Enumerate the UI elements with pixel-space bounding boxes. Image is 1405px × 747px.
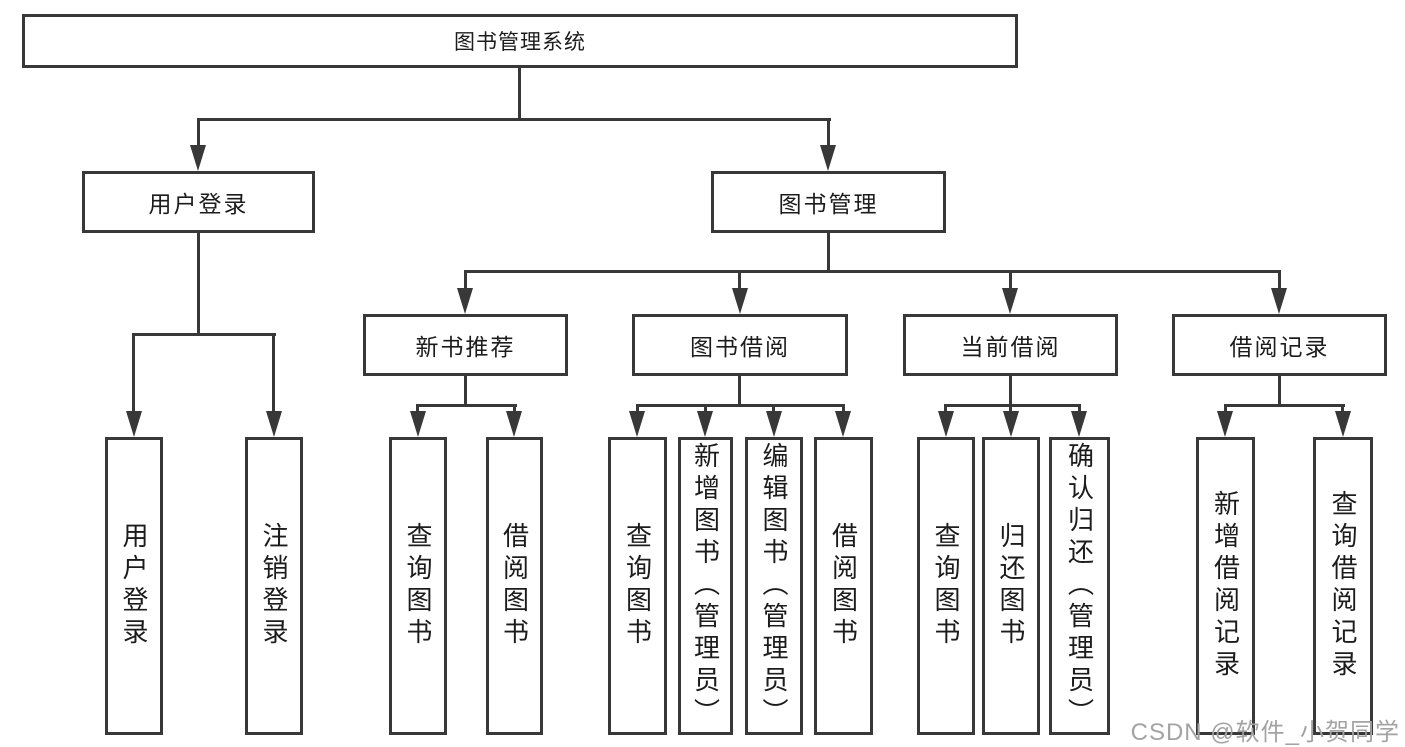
connector-h-line [1224, 404, 1345, 407]
connector-v-line [1224, 404, 1227, 416]
leaf-return-book: 归还图书 [982, 437, 1040, 735]
connector-v-line [1009, 404, 1012, 416]
node-label: 图书管理系统 [454, 31, 586, 54]
node-label: 编辑图书（管理员） [759, 442, 789, 730]
connector-v-line [132, 333, 135, 415]
node-book-borrow: 图书借阅 [632, 314, 848, 376]
leaf-confirm-return-admin: 确认归还（管理员） [1049, 437, 1110, 735]
connector-h-line [944, 404, 1081, 407]
connector-v-line [197, 118, 200, 150]
connector-v-line [772, 404, 775, 416]
node-borrow-records: 借阅记录 [1172, 314, 1387, 376]
node-label: 当前借阅 [960, 334, 1061, 360]
connector-v-line [1078, 404, 1081, 416]
arrow-down-icon [938, 411, 954, 437]
node-label: 查询图书 [931, 522, 961, 650]
node-label: 图书管理 [778, 191, 879, 217]
node-label: 归还图书 [996, 522, 1026, 650]
leaf-borrow-books-recommend: 借阅图书 [486, 437, 543, 735]
leaf-borrow-books: 借阅图书 [814, 437, 873, 735]
leaf-edit-book-admin: 编辑图书（管理员） [745, 437, 803, 735]
node-user-login: 用户登录 [82, 171, 315, 233]
node-label: 图书借阅 [690, 334, 790, 360]
arrow-down-icon [732, 288, 748, 314]
node-label: 查询借阅记录 [1328, 490, 1358, 682]
connector-v-line [464, 376, 467, 406]
arrow-down-icon [820, 145, 836, 171]
connector-h-line [197, 118, 831, 121]
connector-v-line [272, 333, 275, 415]
connector-v-line [636, 404, 639, 416]
arrow-down-icon [410, 411, 426, 437]
arrow-down-icon [1217, 411, 1233, 437]
connector-v-line [197, 233, 200, 336]
arrow-down-icon [1003, 411, 1019, 437]
node-label: 新增借阅记录 [1210, 490, 1241, 682]
connector-h-line [132, 333, 276, 336]
arrow-down-icon [266, 411, 282, 437]
connector-v-line [842, 404, 845, 416]
node-label: 新增图书（管理员） [690, 442, 721, 730]
node-label: 借阅图书 [828, 522, 859, 650]
node-library-system: 图书管理系统 [22, 14, 1018, 68]
connector-v-line [518, 68, 521, 120]
leaf-add-borrow-record: 新增借阅记录 [1196, 437, 1255, 735]
connector-h-line [464, 270, 1281, 273]
connector-v-line [704, 404, 707, 416]
connector-v-line [1341, 404, 1344, 416]
node-label: 新书推荐 [415, 334, 516, 360]
arrow-down-icon [766, 411, 782, 437]
arrow-down-icon [126, 411, 142, 437]
watermark: CSDN @软件_小贺同学 [1130, 719, 1400, 746]
arrow-down-icon [1335, 411, 1351, 437]
node-label: 查询图书 [622, 522, 653, 650]
arrow-down-icon [506, 411, 522, 437]
leaf-add-book-admin: 新增图书（管理员） [678, 437, 733, 735]
node-book-management: 图书管理 [711, 171, 946, 233]
node-label: 借阅记录 [1229, 334, 1330, 360]
leaf-query-borrow-record: 查询借阅记录 [1313, 437, 1373, 735]
arrow-down-icon [457, 288, 473, 314]
node-label: 用户登录 [119, 522, 149, 650]
arrow-down-icon [629, 411, 645, 437]
arrow-down-icon [1002, 288, 1018, 314]
arrow-down-icon [1071, 411, 1087, 437]
arrow-down-icon [835, 411, 851, 437]
node-current-borrow: 当前借阅 [903, 314, 1118, 376]
leaf-query-books-borrow: 查询图书 [608, 437, 667, 735]
leaf-user-login: 用户登录 [105, 437, 163, 735]
node-label: 借阅图书 [499, 522, 530, 650]
connector-v-line [416, 404, 419, 416]
leaf-logout: 注销登录 [245, 437, 303, 735]
connector-v-line [827, 233, 830, 272]
connector-v-line [944, 404, 947, 416]
arrow-down-icon [1271, 288, 1287, 314]
node-label: 注销登录 [259, 522, 289, 650]
connector-v-line [738, 270, 741, 292]
connector-v-line [1278, 270, 1281, 292]
connector-h-line [636, 404, 845, 407]
leaf-query-books-recommend: 查询图书 [389, 437, 447, 735]
node-label: 用户登录 [148, 191, 249, 217]
connector-h-line [416, 404, 517, 407]
connector-v-line [827, 118, 830, 150]
connector-v-line [1009, 270, 1012, 292]
connector-v-line [513, 404, 516, 416]
connector-v-line [1278, 376, 1281, 406]
arrow-down-icon [190, 145, 206, 171]
node-label: 确认归还（管理员） [1064, 442, 1095, 730]
leaf-query-books-current: 查询图书 [917, 437, 975, 735]
node-new-book-recommend: 新书推荐 [363, 314, 568, 376]
connector-v-line [738, 376, 741, 406]
node-label: 查询图书 [403, 522, 433, 650]
connector-v-line [1009, 376, 1012, 406]
arrow-down-icon [697, 411, 713, 437]
connector-v-line [464, 270, 467, 292]
